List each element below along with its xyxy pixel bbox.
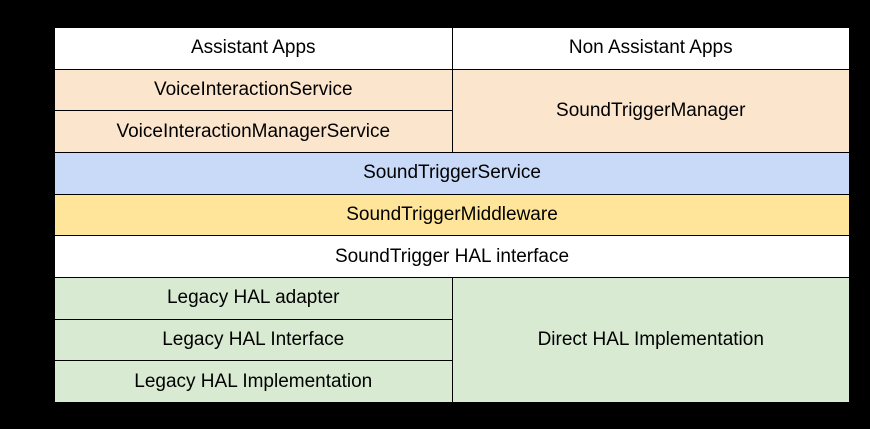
cell-legacy-hal-implementation: Legacy HAL Implementation: [55, 361, 452, 402]
cell-legacy-hal-adapter: Legacy HAL adapter: [55, 278, 452, 319]
cell-legacy-hal-interface: Legacy HAL Interface: [55, 319, 452, 361]
cell-sound-trigger-manager: SoundTriggerManager: [452, 69, 849, 152]
cell-sound-trigger-middleware: SoundTriggerMiddleware: [55, 194, 849, 236]
cell-assistant-apps: Assistant Apps: [55, 28, 452, 69]
cell-sound-trigger-service: SoundTriggerService: [55, 153, 849, 194]
cell-direct-hal-implementation: Direct HAL Implementation: [452, 278, 849, 402]
cell-sound-trigger-hal-interface: SoundTrigger HAL interface: [55, 236, 849, 277]
soundtrigger-stack-diagram: Assistant Apps Non Assistant Apps VoiceI…: [54, 27, 850, 403]
cell-voice-interaction-manager-service: VoiceInteractionManagerService: [55, 111, 452, 152]
cell-voice-interaction-service: VoiceInteractionService: [55, 69, 452, 111]
cell-non-assistant-apps: Non Assistant Apps: [452, 28, 849, 69]
